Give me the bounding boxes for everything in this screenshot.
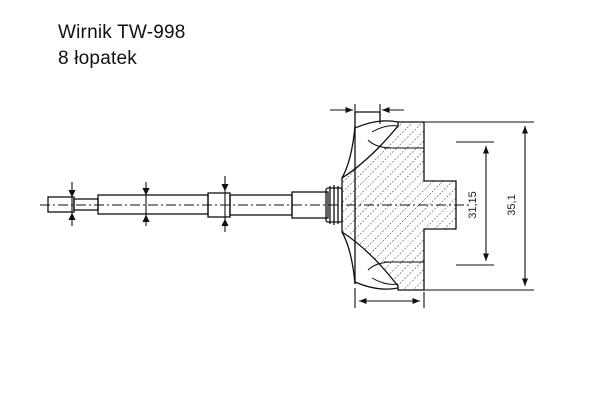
- outer-diameter-label: 35,1: [506, 194, 518, 215]
- bottom-width-dimension: [354, 288, 425, 308]
- shaft-measure-marks: [68, 176, 229, 232]
- inner-diameter-label: 31,15: [467, 191, 479, 219]
- drawing-title: Wirnik TW-998: [58, 22, 186, 43]
- extension-lines: [424, 121, 534, 291]
- top-width-dimension: [330, 104, 404, 124]
- blade-count-label: 8 łopatek: [58, 48, 137, 69]
- wheel-section: [341, 111, 457, 291]
